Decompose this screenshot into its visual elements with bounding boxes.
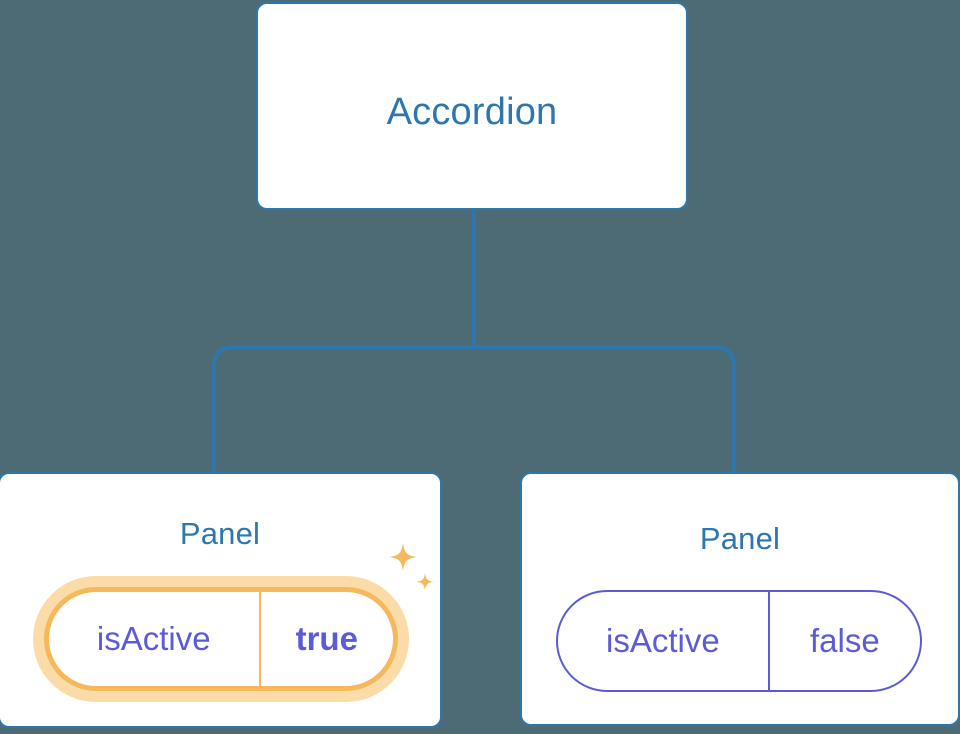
prop-value-false: false <box>810 622 880 659</box>
prop-pill-isactive-true-wrapper[interactable]: isActive true <box>33 576 409 702</box>
node-panel-active-label: Panel <box>179 516 261 551</box>
edge-branch-bus <box>212 345 736 472</box>
prop-key-isactive: isActive <box>558 592 770 690</box>
node-accordion-label: Accordion <box>386 91 558 133</box>
node-panel-inactive-label: Panel <box>699 521 781 556</box>
prop-value-true: true <box>295 620 358 657</box>
prop-pill-isactive-true[interactable]: isActive true <box>44 587 398 691</box>
node-accordion[interactable]: Accordion <box>256 2 688 210</box>
prop-key-isactive: isActive <box>49 592 261 686</box>
prop-pill-isactive-false[interactable]: isActive false <box>556 590 922 692</box>
